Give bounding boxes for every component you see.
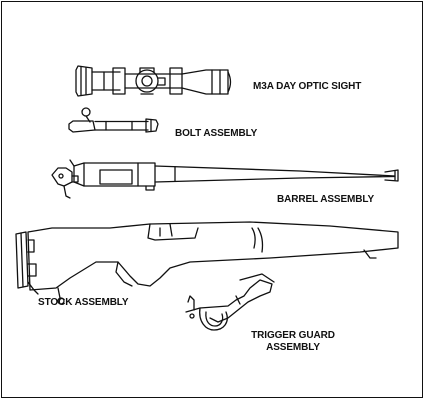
trigger-guard-label-line2: ASSEMBLY — [266, 342, 320, 353]
stock-assembly-part — [15, 221, 399, 305]
bolt-assembly-part — [68, 107, 159, 133]
stock-label: STOCK ASSEMBLY — [38, 297, 129, 308]
barrel-assembly-part — [51, 159, 399, 199]
optic-sight-part — [75, 65, 232, 97]
trigger-guard-label-line1: TRIGGER GUARD — [251, 330, 335, 341]
trigger-guard-part — [185, 273, 275, 331]
bolt-label: BOLT ASSEMBLY — [175, 128, 258, 139]
optic-label: M3A DAY OPTIC SIGHT — [253, 81, 362, 92]
trigger-guard-label: TRIGGER GUARD ASSEMBLY — [248, 330, 338, 354]
barrel-label: BARREL ASSEMBLY — [277, 194, 375, 205]
